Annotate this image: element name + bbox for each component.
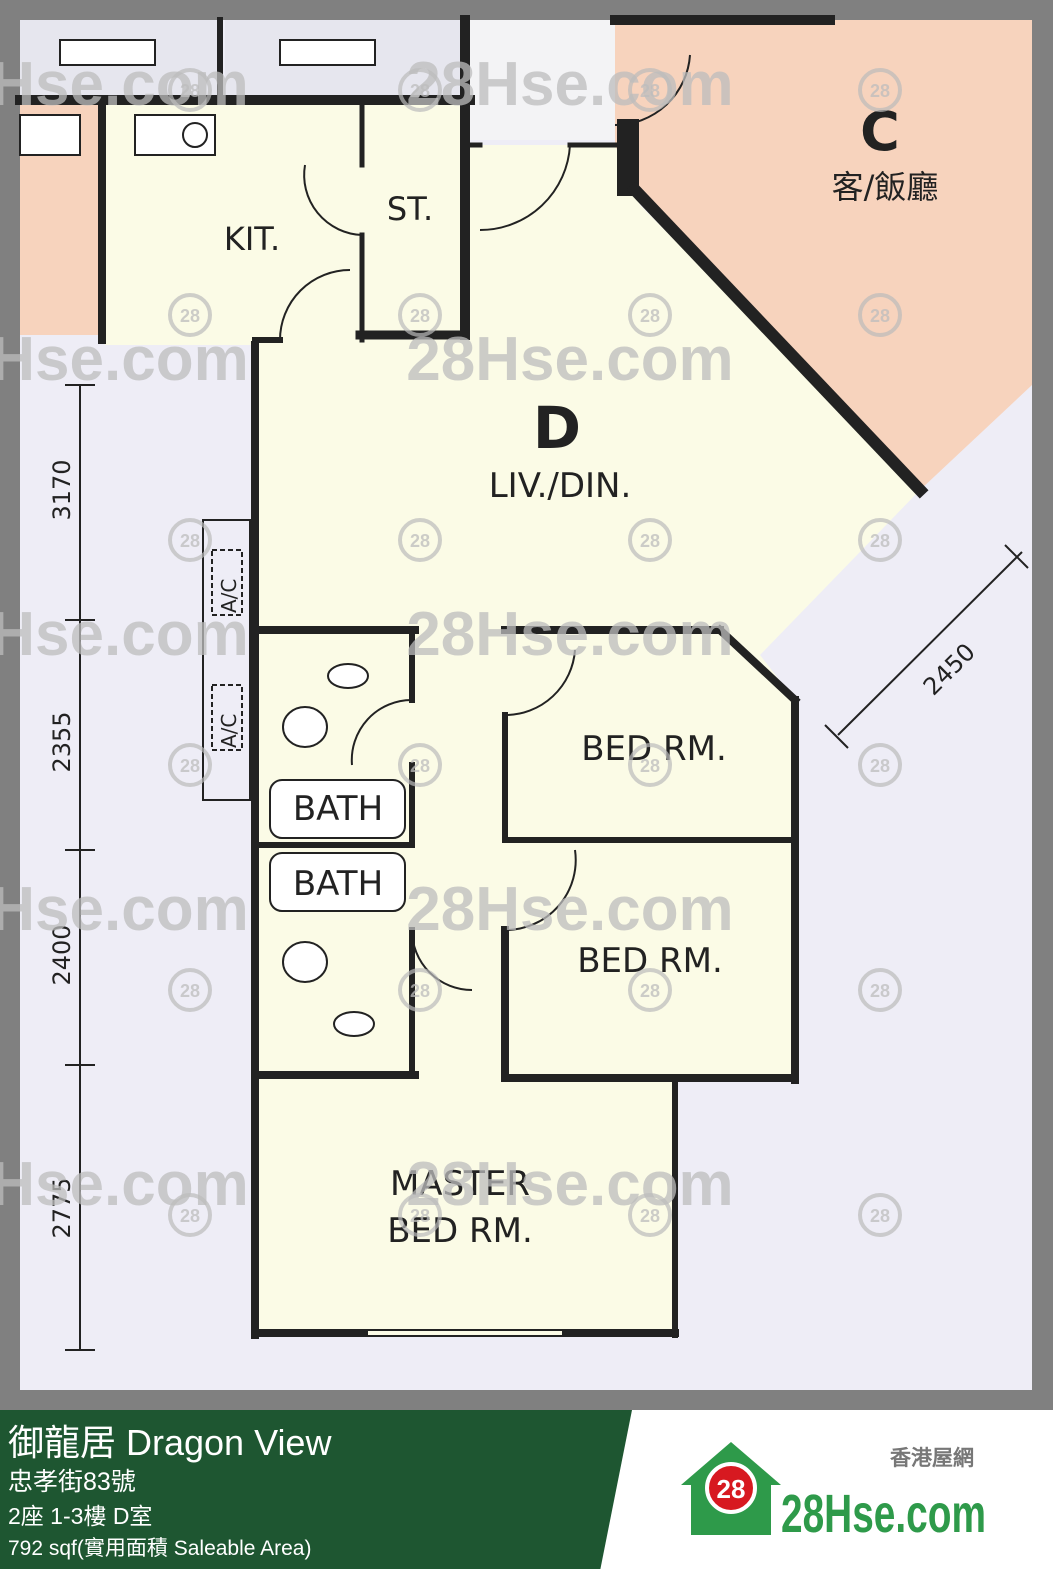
- watermark-logo-number: 28: [640, 756, 660, 776]
- banner-green-panel: 御龍居 Dragon View 忠孝街83號 2座 1-3樓 D室 792 sq…: [0, 1410, 632, 1569]
- living-dining-label: LIV./DIN.: [489, 466, 632, 506]
- watermark-logo-number: 28: [870, 1206, 890, 1226]
- watermark-logo-number: 28: [410, 531, 430, 551]
- watermark-logo-icon: [858, 1193, 902, 1237]
- property-title: 御龍居 Dragon View: [8, 1422, 332, 1463]
- bath-label: BATH: [293, 789, 383, 829]
- watermark-logo-number: 28: [180, 306, 200, 326]
- unit-c-area: [615, 20, 1032, 490]
- dimension-label: 2400: [48, 924, 76, 985]
- ac-units: [202, 519, 251, 801]
- watermark-logo-icon: [628, 518, 672, 562]
- watermark-logo-number: 28: [640, 81, 660, 101]
- unit-d-letter: D: [533, 394, 581, 462]
- watermark-logo-icon: [628, 1193, 672, 1237]
- watermark-logo-icon: [168, 518, 212, 562]
- watermark-logo-icon: [858, 743, 902, 787]
- watermark-logo-number: 28: [640, 1206, 660, 1226]
- unit-d-area: [105, 105, 920, 1335]
- ac-label: A/C: [217, 579, 241, 613]
- brand-chinese-name: 香港屋網: [890, 1447, 974, 1470]
- watermark-text: 28Hse.com: [0, 875, 249, 944]
- watermark-logo-icon: [398, 968, 442, 1012]
- watermark-logo-icon: [398, 743, 442, 787]
- watermark-logo-number: 28: [870, 981, 890, 1001]
- neighbor-units-top: [20, 20, 615, 335]
- unit-info: 2座 1-3樓 D室: [8, 1503, 153, 1529]
- watermark-logo-icon: [398, 518, 442, 562]
- watermark-logo-icon: [398, 68, 442, 112]
- brand-logo[interactable]: 28 28Hse.com: [676, 1440, 996, 1540]
- watermark-logo-number: 28: [180, 756, 200, 776]
- bath-label: BATH: [293, 864, 383, 904]
- dimension-label: 2355: [48, 711, 76, 772]
- watermark-logo-number: 28: [870, 531, 890, 551]
- watermark-logo-icon: [628, 293, 672, 337]
- watermark-text: 28Hse.com: [0, 1150, 249, 1219]
- watermark-logo-icon: [858, 518, 902, 562]
- watermark-text: 28Hse.com: [0, 600, 249, 669]
- store-label: ST.: [387, 190, 433, 228]
- watermark-logo-number: 28: [870, 81, 890, 101]
- dimension-label: 2775: [48, 1177, 76, 1238]
- watermark-logo-icon: [398, 1193, 442, 1237]
- door-swings: [279, 54, 691, 991]
- watermark-logo-number: 28: [410, 756, 430, 776]
- ac-label: A/C: [217, 714, 241, 748]
- brand-name: 28Hse.com: [781, 1484, 986, 1540]
- watermark-logo-number: 28: [180, 981, 200, 1001]
- info-banner: 御龍居 Dragon View 忠孝街83號 2座 1-3樓 D室 792 sq…: [0, 1410, 1053, 1569]
- watermark-logo-icon: [168, 743, 212, 787]
- watermark-logo-number: 28: [180, 1206, 200, 1226]
- watermark-text: 28Hse.com: [406, 325, 733, 394]
- watermark-text: 28Hse.com: [0, 50, 249, 119]
- kitchen-label: KIT.: [224, 220, 280, 258]
- watermark-logo-number: 28: [870, 306, 890, 326]
- watermark-logo-icon: [168, 293, 212, 337]
- watermark-text: 28Hse.com: [406, 875, 733, 944]
- watermark-logo-number: 28: [640, 531, 660, 551]
- unit-c-room-label: 客/飯廳: [832, 168, 939, 206]
- walls: [15, 15, 929, 1339]
- watermark-text: 28Hse.com: [406, 50, 733, 119]
- watermark-logo-number: 28: [640, 306, 660, 326]
- watermark-logo-number: 28: [180, 81, 200, 101]
- watermark-logo-icon: [168, 968, 212, 1012]
- watermark-logo-number: 28: [410, 981, 430, 1001]
- watermark-logo-icon: [858, 968, 902, 1012]
- watermark-logo-icon: [628, 968, 672, 1012]
- logo-badge-number: 28: [717, 1474, 746, 1504]
- watermark-logo-number: 28: [180, 531, 200, 551]
- watermark-logo-icon: [628, 743, 672, 787]
- bathroom-fixtures: [19, 114, 406, 1037]
- dimension-lines: [65, 384, 1029, 1351]
- saleable-area: 792 sqf(實用面積 Saleable Area): [8, 1537, 312, 1560]
- property-address: 忠孝街83號: [8, 1468, 136, 1496]
- dimension-label: 3170: [48, 459, 76, 520]
- watermark-logo-icon: [168, 1193, 212, 1237]
- watermark-text: 28Hse.com: [406, 1150, 733, 1219]
- logo-badge: [705, 1462, 757, 1514]
- watermark-logo-icon: [168, 68, 212, 112]
- watermark-logo-icon: [398, 293, 442, 337]
- bedroom-label: BED RM.: [577, 941, 723, 981]
- watermark-text: 28Hse.com: [0, 325, 249, 394]
- watermark-logo-number: 28: [640, 981, 660, 1001]
- watermark-logo-number: 28: [410, 1206, 430, 1226]
- watermark-logo-number: 28: [410, 306, 430, 326]
- bedroom-label: BED RM.: [581, 729, 727, 769]
- watermark-logo-number: 28: [870, 756, 890, 776]
- watermark-text: 28Hse.com: [406, 600, 733, 669]
- watermark-logo-icon: [858, 293, 902, 337]
- watermark-logo-icon: [628, 68, 672, 112]
- watermark-logo-number: 28: [410, 81, 430, 101]
- watermark-logo-icon: [858, 68, 902, 112]
- watermarks: 2828282828282828282828282828282828282828…: [0, 50, 902, 1237]
- floor-plan: A/C A/C 3170 2355 2400 2775 2450 C 客/飯廳 …: [0, 15, 1032, 1390]
